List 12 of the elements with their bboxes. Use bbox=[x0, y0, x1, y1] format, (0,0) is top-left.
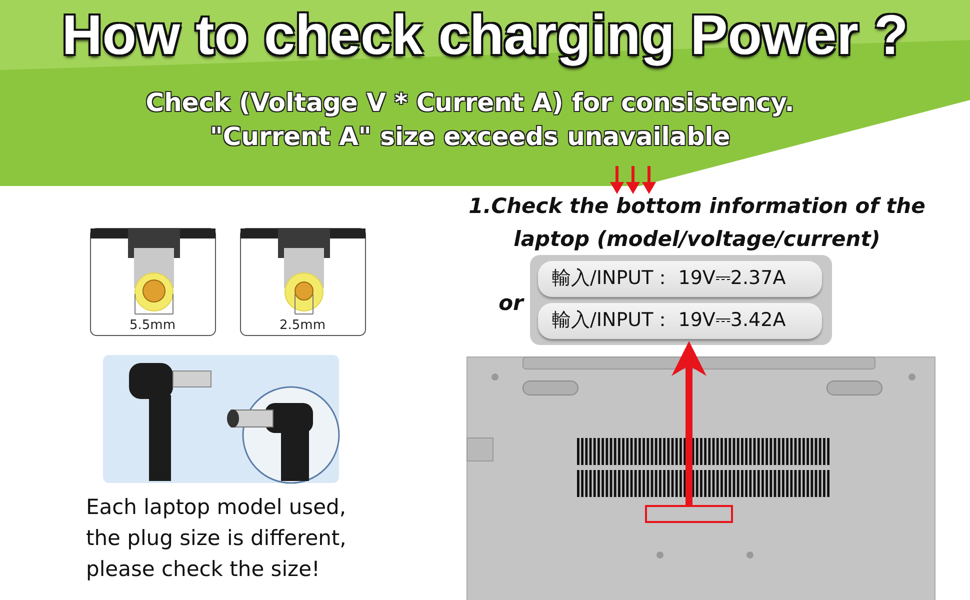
subtitle: Check (Voltage V * Current A) for consistency. "Current A" size exceeds unavailable bbox=[144, 87, 796, 153]
rating-label: 輸入/INPUT： 19V⎓2.37A bbox=[538, 261, 822, 297]
title: How to check charging Power ? bbox=[60, 2, 910, 67]
highlight-box bbox=[645, 505, 733, 523]
rating-label: 輸入/INPUT： 19V⎓3.42A bbox=[538, 303, 822, 339]
arrow bbox=[672, 341, 706, 505]
dimension-label: 5.5mm bbox=[128, 318, 176, 333]
instruction-heading: 1.Check the bottom information of the laptop (model/voltage/current) bbox=[468, 193, 926, 253]
label-panel bbox=[530, 255, 832, 345]
dimension-label: 2.5mm bbox=[278, 318, 326, 333]
or-label: or bbox=[498, 290, 526, 317]
note-text: Each laptop model used, the plug size is different, please check the size! bbox=[86, 494, 348, 583]
